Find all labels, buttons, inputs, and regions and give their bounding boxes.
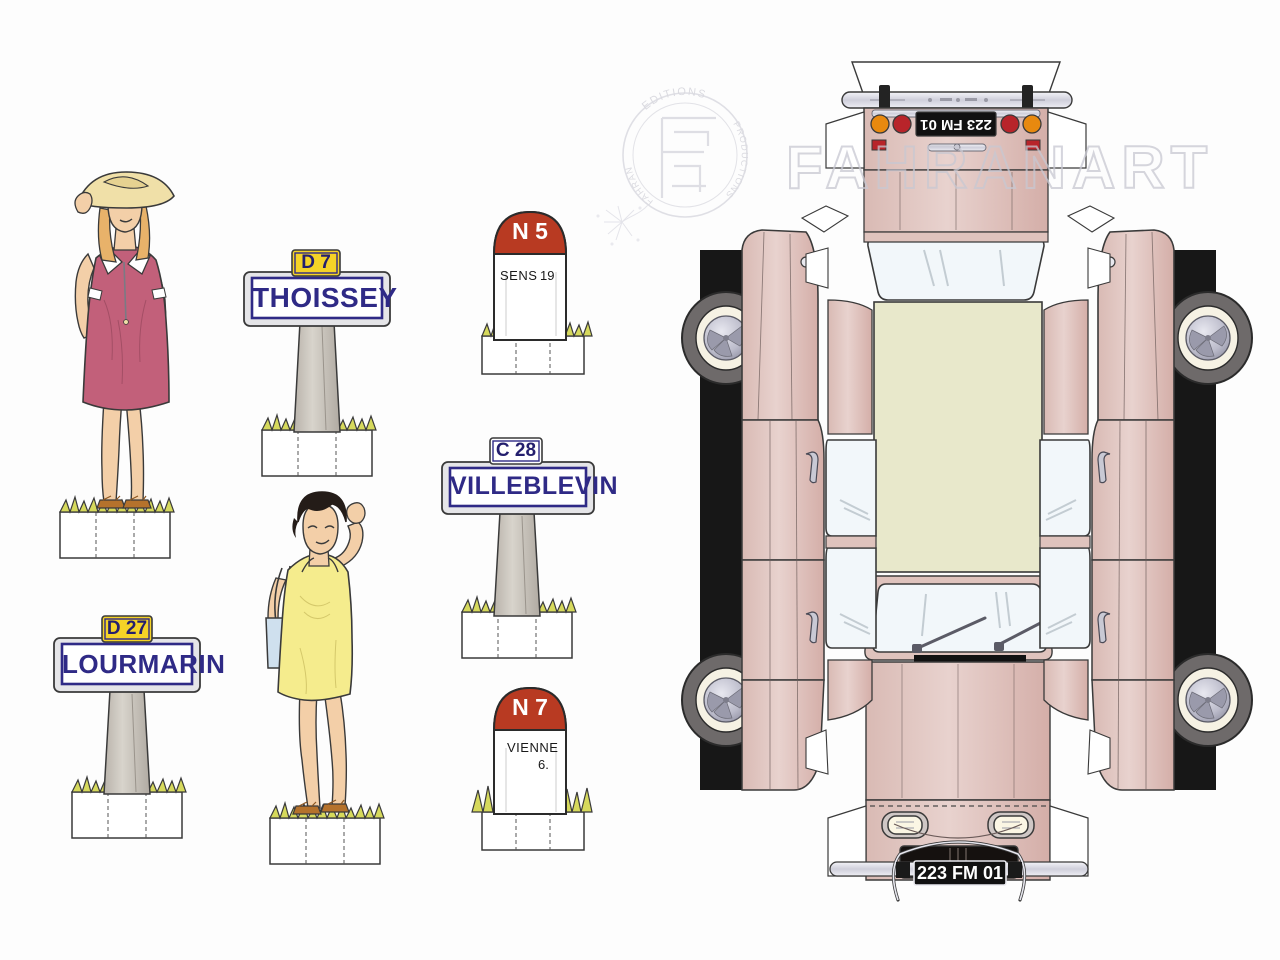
sign-thoissey-artwork bbox=[243, 249, 391, 477]
milestone-n7-artwork bbox=[471, 686, 593, 851]
figure-blonde-artwork bbox=[59, 171, 175, 559]
car-left-side-panel bbox=[681, 205, 877, 791]
wheel-front-right bbox=[1163, 653, 1253, 747]
car-right-side-panel bbox=[1039, 205, 1253, 791]
car-roof-panel bbox=[873, 301, 1043, 573]
milestone-n5-artwork bbox=[481, 210, 593, 375]
car-front-panel bbox=[827, 575, 1089, 902]
figure-brunette-artwork bbox=[265, 491, 385, 865]
sign-lourmarin-artwork bbox=[53, 615, 201, 839]
sign-villeblevin-artwork bbox=[441, 437, 595, 659]
car-rear-panel bbox=[825, 61, 1087, 301]
wheel-rear-right bbox=[1163, 291, 1253, 385]
